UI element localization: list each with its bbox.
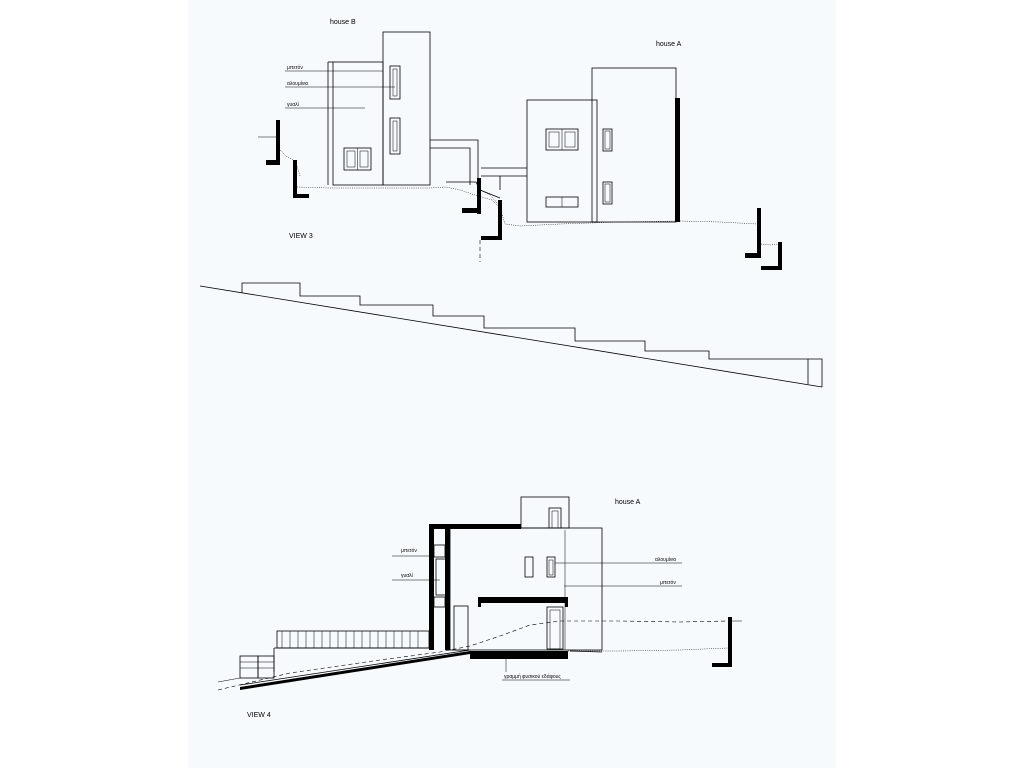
material-label: μπετόν <box>660 579 676 586</box>
window <box>602 181 613 205</box>
window <box>546 556 556 578</box>
house-a-label: house A <box>656 41 682 48</box>
house-a-tower <box>591 67 677 223</box>
window <box>389 117 401 155</box>
material-label: αλουμίνιο <box>287 81 308 87</box>
retaining-wall-left <box>258 120 309 198</box>
house-a-roof-volume <box>520 496 570 529</box>
material-label: μπετόν <box>287 64 303 71</box>
retaining-wall-right <box>745 208 782 270</box>
view4-elevation: house A μπετόν γυαλί αλουμίνιο μπετόν γρ… <box>217 496 742 719</box>
house-b-volume <box>332 61 384 186</box>
material-label: αλουμίνιο <box>655 557 676 563</box>
natural-ground-line <box>217 620 729 691</box>
view3-elevation: house B house A μπετόν αλουμίνιο γυαλί V… <box>258 19 782 270</box>
house-a-label: house A <box>615 499 641 506</box>
view3-title: VIEW 3 <box>289 233 313 240</box>
material-label: μπετόν <box>401 547 417 554</box>
material-label: γυαλί <box>401 573 414 579</box>
house-b-label: house B <box>330 19 356 26</box>
house-a-main-volume <box>449 527 603 651</box>
house-a <box>526 67 680 223</box>
retaining-wall-mid <box>462 178 502 262</box>
ground-line <box>568 647 729 652</box>
ground-note: γραμμή φυσικού εδάφους <box>504 673 561 680</box>
window <box>389 65 401 100</box>
ground-line <box>296 186 758 227</box>
material-label: γυαλί <box>287 102 300 108</box>
house-a-volume <box>526 99 598 223</box>
view4-title: VIEW 4 <box>247 712 271 719</box>
house-b-tower <box>382 31 431 186</box>
terrain-steps <box>199 282 823 388</box>
window <box>524 556 534 578</box>
house-b <box>327 31 479 186</box>
terrace-fence <box>239 630 430 679</box>
window <box>602 128 613 152</box>
